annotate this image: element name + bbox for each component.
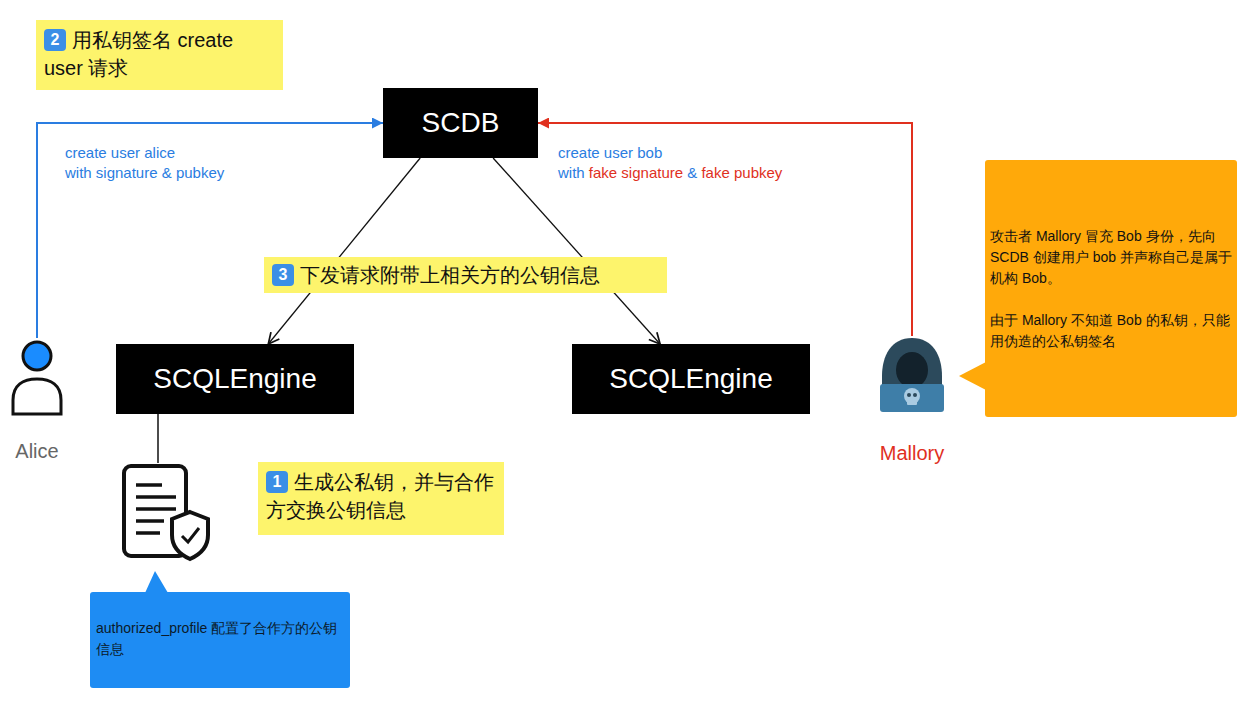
label-part: with signature & pubkey [65, 164, 224, 181]
callout-number: 3 [272, 264, 294, 286]
document-line [136, 507, 176, 511]
note-text: 生成公私钥，并与合作方交换公钥信息 [266, 471, 494, 521]
connector-arrow [37, 123, 383, 338]
label-part: & [683, 164, 701, 181]
hacker-icon [876, 336, 948, 414]
box-label: authorized_profile 配置了合作方的公钥信息 [96, 618, 344, 660]
connector-arrow [268, 158, 420, 344]
label-part: fake signature [589, 164, 683, 181]
check-mark [182, 528, 199, 542]
callout-number: 1 [266, 471, 288, 493]
edge-label: create user alice with signature & pubke… [63, 143, 226, 183]
skull-eye [907, 393, 911, 397]
skull-eye [913, 393, 917, 397]
callout-text: 攻击者 Mallory 冒充 Bob 身份，先向 SCDB 创建用户 bob 并… [990, 226, 1232, 289]
box-label: SCQLEngine [609, 363, 772, 395]
person-icon [9, 338, 65, 416]
document-line [136, 495, 176, 499]
callout-text: 由于 Mallory 不知道 Bob 的私钥，只能用伪造的公私钥签名 [990, 310, 1232, 352]
edge-label: create user bob with fake signature & fa… [556, 143, 784, 183]
engine-box: SCQLEngine [116, 344, 354, 414]
step-note: 3 下发请求附带上相关方的公钥信息 [264, 257, 667, 293]
connector-arrow [538, 123, 912, 336]
label-part: create user bob [558, 144, 662, 161]
callout-number: 2 [44, 29, 66, 51]
engine-box: SCQLEngine [572, 344, 810, 414]
person-head [23, 342, 51, 370]
label-part: fake pubkey [701, 164, 782, 181]
note-text: 下发请求附带上相关方的公钥信息 [300, 264, 600, 286]
warning-callout: 攻击者 Mallory 冒充 Bob 身份，先向 SCDB 创建用户 bob 并… [985, 160, 1237, 417]
attacker-actor: Mallory [869, 336, 955, 465]
shield-symbol [172, 512, 208, 559]
info-callout: authorized_profile 配置了合作方的公钥信息 [90, 592, 350, 688]
label-part: with [558, 164, 589, 181]
hacker-laptop [880, 384, 944, 412]
connector-arrow [493, 158, 660, 344]
document-line [136, 519, 164, 523]
label-part: create user alice [65, 144, 175, 161]
server-box: SCDB [383, 88, 538, 158]
skull-symbol [904, 388, 920, 404]
user-actor: Alice [9, 338, 65, 463]
actor-name: Alice [9, 440, 65, 463]
box-label: SCDB [422, 107, 500, 139]
step-note: 1生成公私钥，并与合作方交换公钥信息 [258, 462, 504, 535]
actor-name: Mallory [869, 442, 955, 465]
callout-pointer [959, 362, 986, 390]
document-line [136, 531, 160, 535]
step-note: 2用私钥签名 create user 请求 [36, 20, 283, 90]
callout-pointer [145, 571, 168, 593]
box-label: SCQLEngine [153, 363, 316, 395]
note-text: 2用私钥签名 create user 请求 [44, 26, 275, 82]
person-body [13, 379, 61, 414]
note-text: 用私钥签名 create user 请求 [44, 29, 233, 79]
skull-jaw [907, 400, 917, 405]
document-icon [124, 466, 208, 559]
document-line [136, 483, 162, 487]
note-text: 3 下发请求附带上相关方的公钥信息 [272, 261, 659, 289]
note-text: 1生成公私钥，并与合作方交换公钥信息 [266, 468, 496, 524]
hacker-face [896, 352, 928, 388]
leader-line [157, 414, 159, 463]
